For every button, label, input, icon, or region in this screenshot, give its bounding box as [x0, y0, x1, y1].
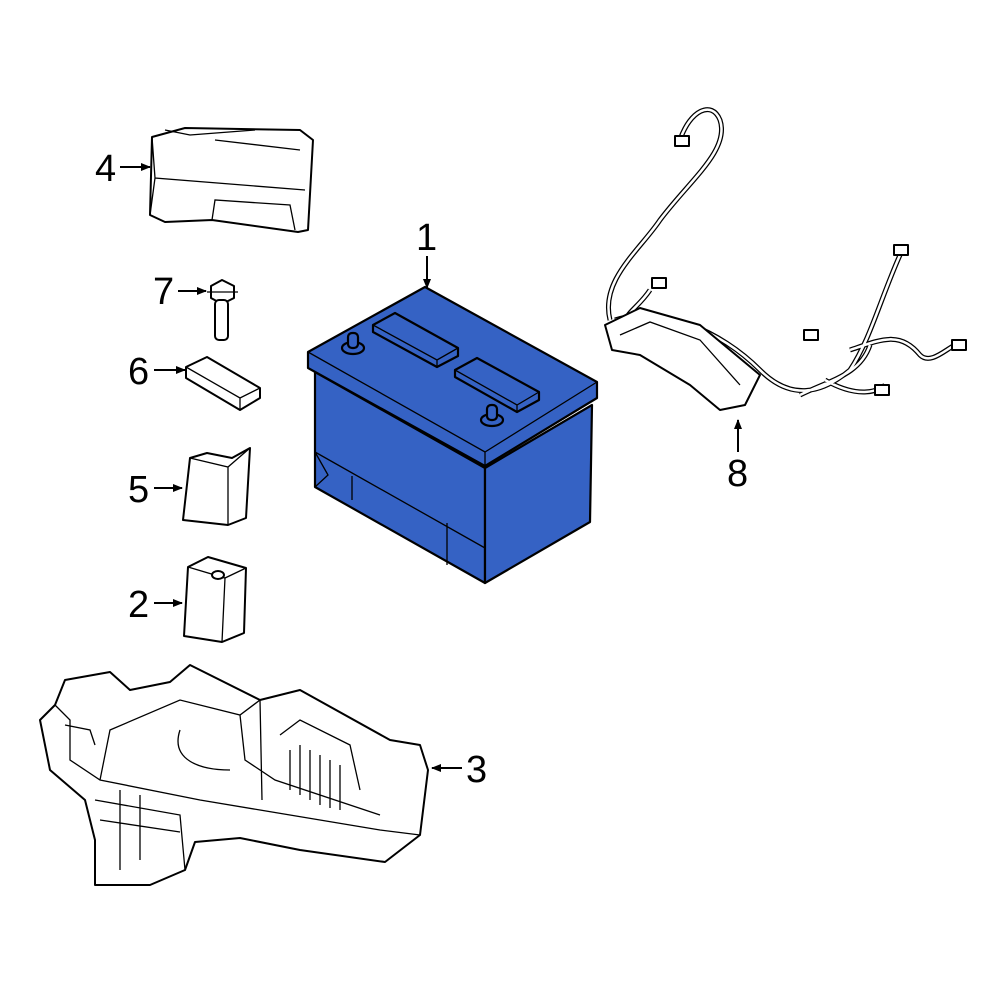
battery-part[interactable]: [306, 285, 599, 585]
callout-6: 6: [128, 351, 186, 393]
bolt-part[interactable]: [207, 279, 238, 341]
callout-label-6: 6: [128, 351, 149, 393]
callout-label-2: 2: [128, 584, 149, 626]
callout-label-1: 1: [416, 217, 437, 259]
callout-3: 3: [431, 749, 487, 791]
callout-2: 2: [128, 584, 183, 626]
wiring-harness-part[interactable]: [604, 107, 967, 411]
hold-down-block-part[interactable]: [185, 356, 261, 411]
callout-8: 8: [727, 419, 748, 495]
small-box-part[interactable]: [183, 556, 247, 643]
callout-4: 4: [95, 148, 151, 190]
battery-tray-part[interactable]: [39, 664, 429, 886]
battery-cover-part[interactable]: [149, 127, 314, 233]
callout-7: 7: [153, 271, 207, 313]
callout-5: 5: [128, 469, 183, 511]
callout-1: 1: [416, 217, 437, 289]
sleeve-part[interactable]: [182, 447, 251, 526]
callout-label-3: 3: [466, 749, 487, 791]
callout-label-7: 7: [153, 271, 174, 313]
callout-label-8: 8: [727, 453, 748, 495]
callout-label-5: 5: [128, 469, 149, 511]
callout-label-4: 4: [95, 148, 116, 190]
